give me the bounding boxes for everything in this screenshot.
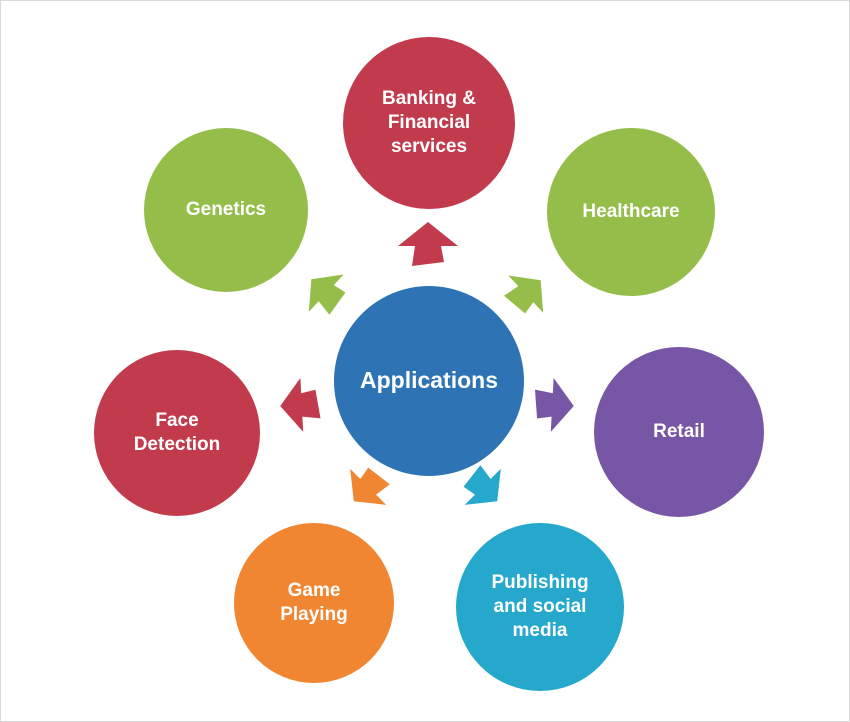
node-banking-financial-services: Banking & Financial services (343, 37, 515, 209)
arrow-up-icon (398, 222, 458, 266)
node-publishing-social-media: Publishing and social media (456, 523, 624, 691)
arrow-shape (308, 274, 346, 315)
node-label-line: media (512, 620, 568, 642)
arrow-down-right-icon (463, 465, 501, 505)
arrow-up-right-icon (504, 275, 544, 314)
arrow-shape (534, 377, 574, 432)
node-retail: Retail (594, 347, 764, 517)
center-label: Applications (359, 367, 498, 394)
arrow-left-icon (280, 377, 321, 432)
node-healthcare: Healthcare (547, 128, 715, 296)
node-applications-center: Applications (334, 286, 524, 476)
node-label-line: Financial (387, 111, 471, 133)
node-label-line: Face (155, 409, 199, 431)
arrow-shape (398, 222, 458, 266)
arrow-shape (463, 465, 501, 505)
arrow-shape (504, 275, 544, 314)
arrow-up-left-icon (308, 274, 346, 315)
node-face-detection: Face Detection (94, 350, 260, 516)
arrow-down-left-icon (350, 467, 390, 505)
node-label-line: Detection (133, 434, 221, 455)
node-label-line: Genetics (185, 198, 267, 220)
arrow-shape (350, 467, 390, 505)
node-label-line: Healthcare (582, 200, 680, 222)
node-label-line: Playing (280, 604, 348, 625)
arrow-shape (280, 377, 321, 432)
node-label-line: Publishing (491, 571, 589, 593)
node-label-line: Banking & (382, 87, 476, 109)
node-genetics: Genetics (144, 128, 308, 292)
node-label-line: services (390, 136, 468, 158)
arrow-right-icon (534, 377, 574, 432)
node-game-playing: Game Playing (234, 523, 394, 683)
node-label-line: Retail (653, 420, 705, 442)
node-label-line: Game (287, 579, 341, 601)
node-label-line: and social (493, 595, 587, 617)
